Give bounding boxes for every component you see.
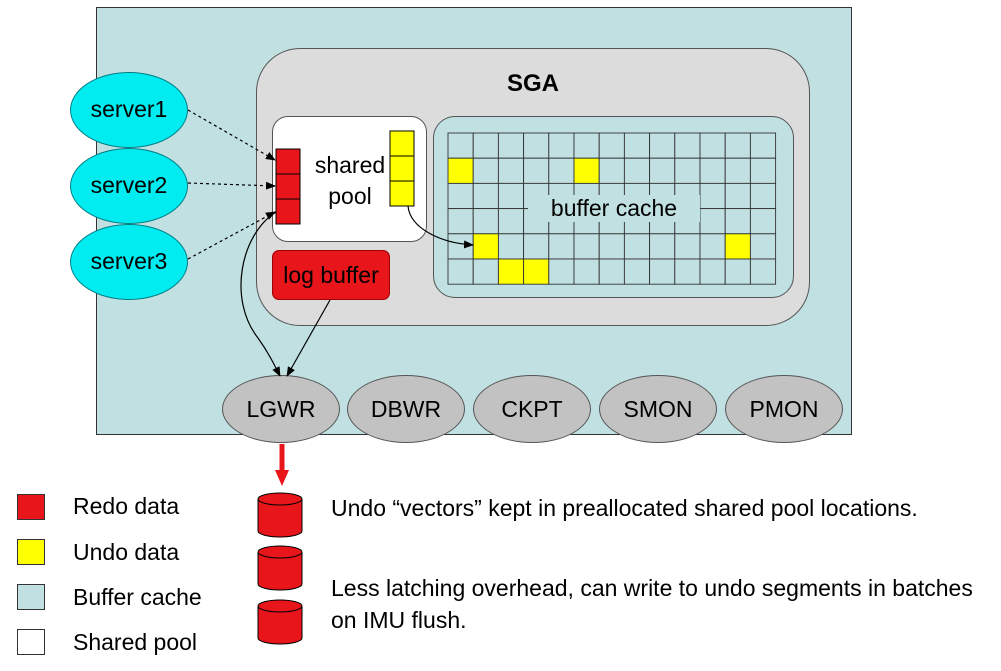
buffer-block: [724, 132, 751, 159]
server3-ellipse: server3: [70, 224, 188, 300]
buffer-block: [674, 233, 701, 260]
undo-to-buffer-arrow: [407, 205, 474, 249]
log-buffer: log buffer: [272, 250, 390, 300]
buffer-block: [623, 233, 651, 260]
buffer-block: [749, 233, 777, 260]
buffer-block: [472, 208, 499, 235]
buffer-block: [548, 258, 575, 285]
buffer-block: [497, 182, 525, 210]
shared-pool-label: shared pool: [314, 152, 386, 209]
redo-slots: [275, 148, 301, 225]
buffer-block: [548, 132, 575, 159]
buffer-block: [573, 258, 600, 285]
buffer-block: [623, 258, 651, 285]
buffer-block: [523, 233, 550, 260]
legend-label-shared-pool: Shared pool: [73, 629, 198, 655]
legend-label-buffer-cache: Buffer cache: [73, 584, 202, 610]
buffer-block: [649, 132, 676, 159]
buffer-block: [749, 157, 777, 184]
legend-swatch-undo: [17, 539, 45, 565]
buffer-block-undo: [724, 233, 751, 260]
buffer-block-undo: [523, 258, 550, 285]
server1-arrow: [187, 109, 276, 161]
buffer-block: [749, 132, 777, 159]
smon-process: SMON: [599, 375, 717, 443]
note-undo-vectors: Undo “vectors” kept in preallocated shar…: [331, 495, 918, 521]
server1-ellipse: server1: [70, 72, 188, 148]
buffer-cache-label: buffer cache: [528, 195, 700, 222]
pmon-process: PMON: [725, 375, 843, 443]
legend-label-redo: Redo data: [73, 493, 180, 519]
buffer-block: [598, 233, 625, 260]
legend-swatch-redo: [17, 494, 45, 520]
buffer-block: [649, 157, 676, 184]
buffer-block-undo: [497, 258, 525, 285]
buffer-block: [598, 132, 625, 159]
redo-log-cylinders: [257, 492, 303, 645]
legend-swatch-shared-pool: [17, 629, 45, 655]
legend-label-undo: Undo data: [73, 539, 180, 565]
undo-slots: [389, 130, 415, 207]
buffer-block-undo: [472, 233, 499, 260]
buffer-block: [623, 157, 651, 184]
server2-arrow: [187, 181, 276, 190]
buffer-block: [548, 233, 575, 260]
note-latching: Less latching overhead, can write to und…: [331, 575, 973, 633]
buffer-block-undo: [447, 157, 474, 184]
server3-arrow: [187, 211, 276, 260]
buffer-block: [724, 208, 751, 235]
buffer-block: [472, 182, 499, 210]
buffer-block: [674, 258, 701, 285]
buffer-block: [548, 157, 575, 184]
legend-swatch-buffer-cache: [17, 584, 45, 610]
lgwr-process: LGWR: [222, 375, 340, 443]
dbwr-process: DBWR: [347, 375, 465, 443]
buffer-block: [497, 132, 525, 159]
server2-ellipse: server2: [70, 148, 188, 224]
buffer-block: [749, 258, 777, 285]
buffer-block: [497, 208, 525, 235]
logbuffer-to-lgwr-arrow: [286, 299, 331, 377]
sga-title: SGA: [506, 70, 559, 97]
ckpt-process: CKPT: [473, 375, 591, 443]
buffer-block: [724, 258, 751, 285]
buffer-block: [749, 208, 777, 235]
redo-to-lgwr-arrow: [240, 211, 281, 377]
